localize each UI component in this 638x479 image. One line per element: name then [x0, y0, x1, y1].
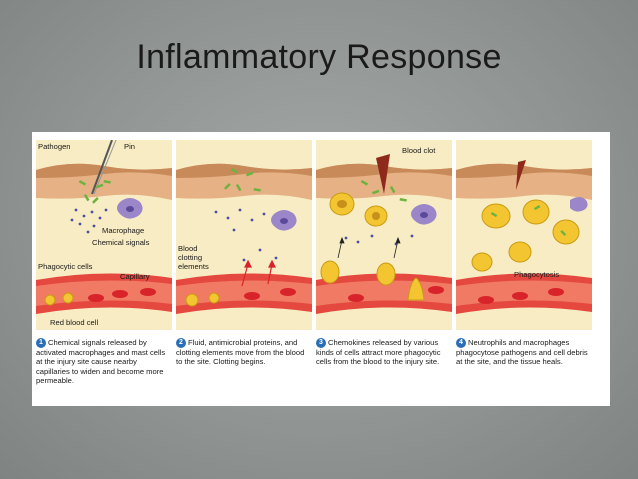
label-phagocytic-cells: Phagocytic cells [38, 262, 93, 271]
panel-3-illustration [316, 140, 452, 330]
label-capillary: Capillary [120, 272, 150, 281]
step-3-badge: 3 [316, 338, 326, 348]
slide-title: Inflammatory Response [136, 38, 502, 76]
label-pathogen: Pathogen [38, 142, 71, 151]
panel-1 [36, 140, 172, 330]
step-1-text: Chemical signals released by activated m… [36, 338, 166, 386]
panel-2 [176, 140, 312, 330]
step-4-badge: 4 [456, 338, 466, 348]
panel-4 [456, 140, 592, 330]
label-pin: Pin [124, 142, 135, 151]
label-blood-clot: Blood clot [402, 146, 436, 155]
label-red-blood-cell: Red blood cell [50, 318, 99, 327]
label-phagocytosis: Phagocytosis [514, 270, 560, 279]
step-2-text: Fluid, antimicrobial proteins, and clott… [176, 338, 305, 367]
step-4-text: Neutrophils and macrophages phagocytose … [456, 338, 588, 367]
panel-2-illustration [176, 140, 312, 330]
step-1-badge: 1 [36, 338, 46, 348]
label-blood-clotting-elements: Blood clotting elements [178, 244, 209, 271]
panel-4-illustration [456, 140, 592, 330]
label-chemical-signals: Chemical signals [92, 238, 150, 247]
step-3-text: Chemokines released by various kinds of … [316, 338, 441, 367]
panel-1-illustration [36, 140, 172, 330]
inflammatory-response-figure: Pathogen Pin Macrophage Chemical signals… [32, 132, 610, 406]
panel-3 [316, 140, 452, 330]
step-2-badge: 2 [176, 338, 186, 348]
label-macrophage: Macrophage [102, 226, 145, 235]
